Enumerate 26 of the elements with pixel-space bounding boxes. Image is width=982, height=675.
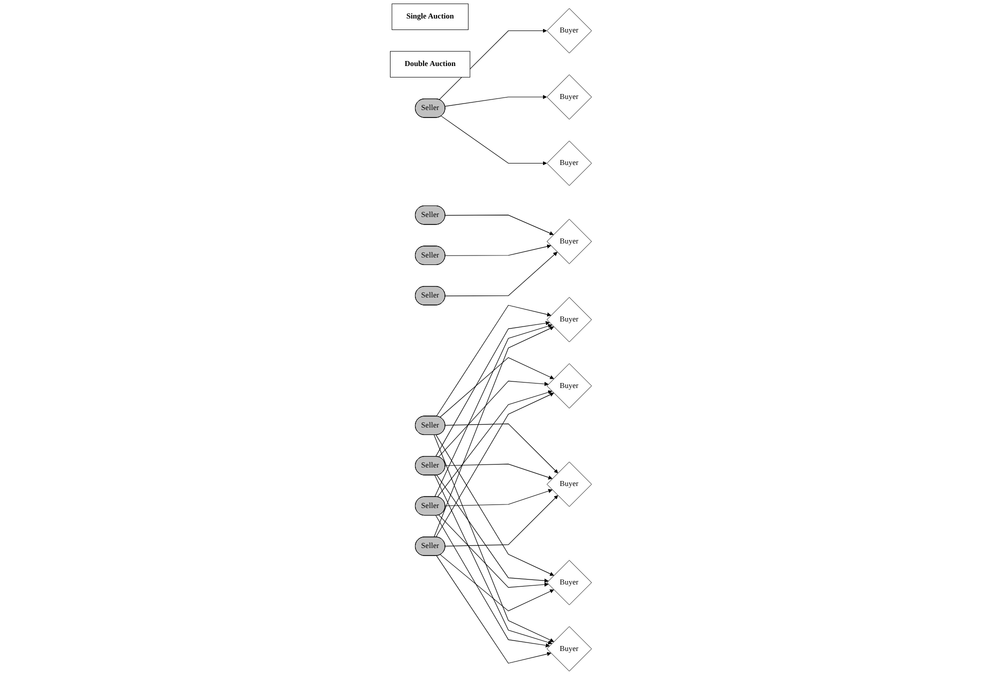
arrow — [434, 434, 554, 642]
arrow — [436, 434, 554, 576]
arrow — [445, 495, 558, 546]
arrow — [441, 116, 547, 166]
arrow — [445, 252, 558, 296]
arrow — [436, 515, 550, 648]
arrow — [444, 94, 547, 107]
arrow — [438, 28, 547, 100]
arrow — [445, 244, 552, 256]
arrow — [445, 489, 553, 506]
arrow — [445, 214, 554, 236]
arrow — [440, 554, 554, 612]
arrow — [438, 380, 549, 458]
arrow — [434, 474, 552, 644]
arrow — [434, 326, 554, 538]
arrow — [434, 324, 552, 498]
arrow — [436, 304, 552, 417]
arrow — [436, 556, 552, 664]
arrow — [437, 390, 552, 498]
arrow — [436, 474, 549, 583]
arrow — [445, 424, 558, 474]
arrow — [440, 357, 554, 418]
arrow — [436, 392, 554, 538]
arrow — [445, 464, 553, 480]
arrow — [438, 514, 549, 588]
arrow — [435, 321, 550, 457]
